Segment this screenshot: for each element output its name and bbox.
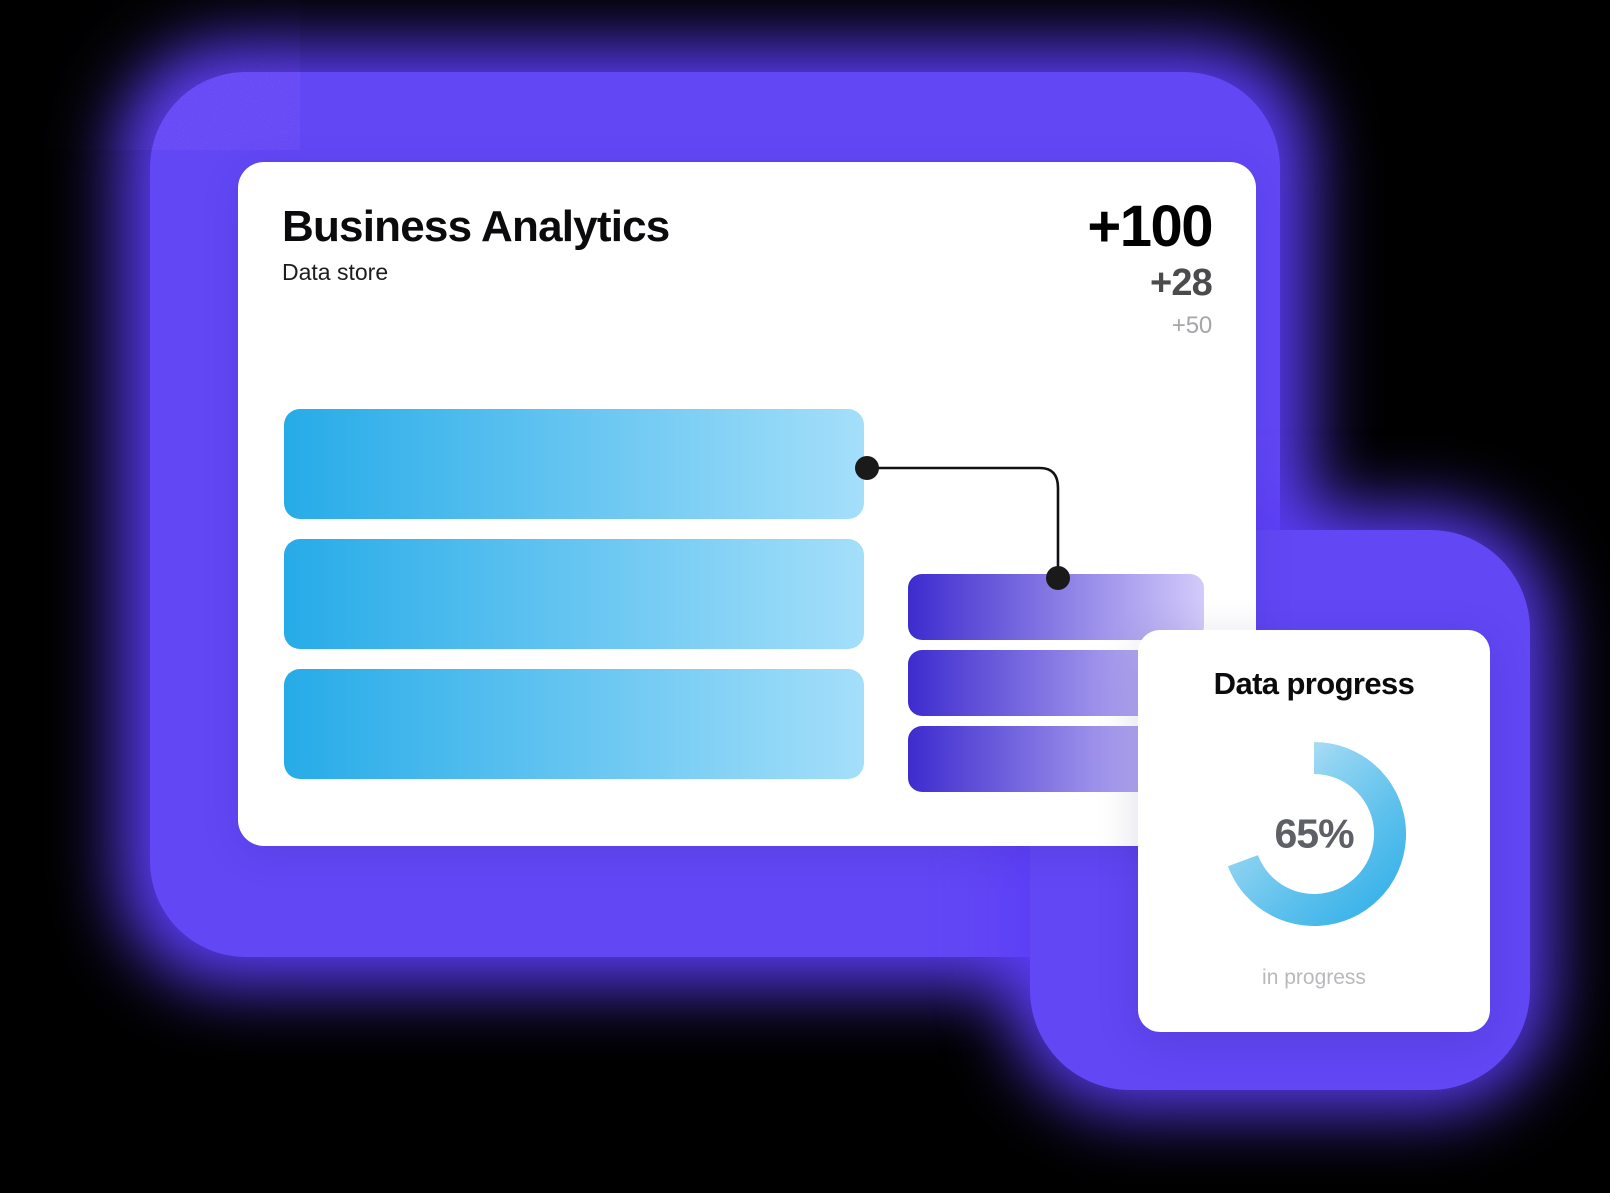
metric-tertiary: +50 (1171, 312, 1212, 339)
gauge-value-label: 65% (1274, 810, 1354, 857)
progress-gauge: 65% (1196, 716, 1432, 952)
metrics-block: +100 +28 +50 (1087, 194, 1213, 339)
metric-secondary: +28 (1149, 262, 1213, 304)
gauge-track-arc (1227, 742, 1406, 926)
page-title: Business Analytics (282, 202, 670, 251)
metric-primary: +100 (1087, 194, 1213, 259)
progress-status-label: in progress (1262, 966, 1366, 989)
card-header: Business Analytics Data store +100 +28 +… (282, 198, 1213, 354)
blue-bar-2[interactable] (284, 539, 864, 649)
page-subtitle: Data store (282, 259, 389, 286)
progress-card-title: Data progress (1213, 666, 1415, 701)
blue-bar-1[interactable] (284, 409, 864, 519)
blue-bar-3[interactable] (284, 669, 864, 779)
gauge-svg (1227, 742, 1406, 926)
title-block: Business Analytics Data store (282, 202, 670, 286)
data-progress-card[interactable]: Data progress 65% in progress (1138, 630, 1490, 1032)
